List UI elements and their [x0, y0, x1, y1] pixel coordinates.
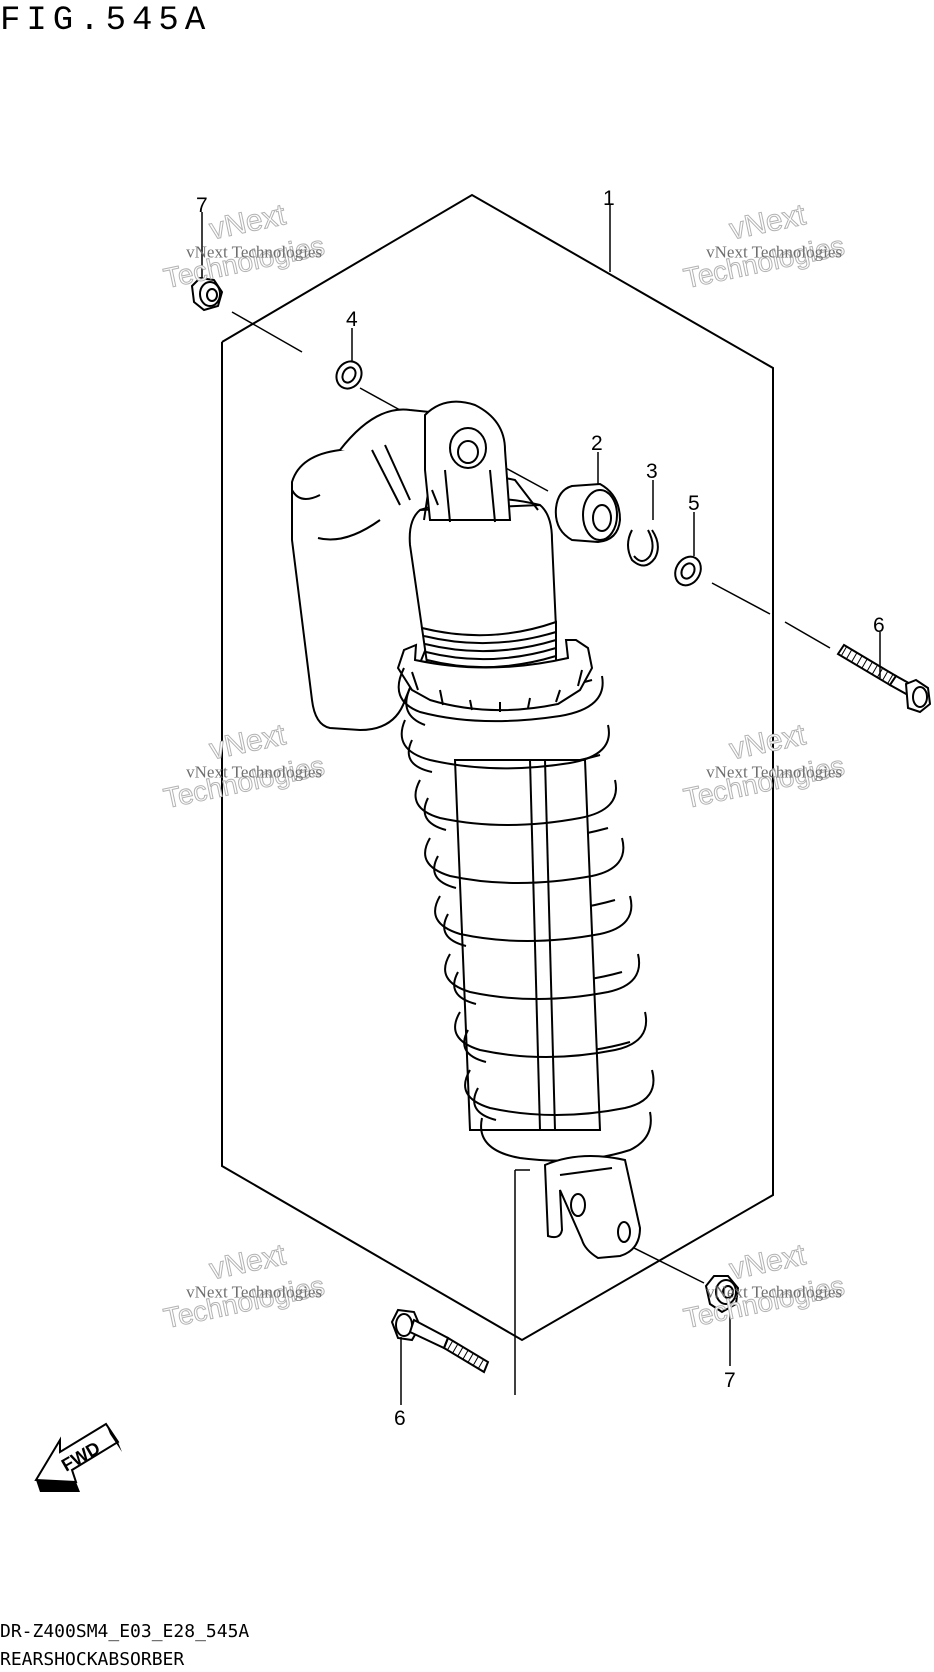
top-eye-mount [424, 400, 512, 523]
callout-4: 4 [346, 308, 358, 331]
watermark-text: vNext Technologies [186, 762, 322, 781]
washer-5 [674, 555, 702, 587]
figure-title: FIG.545A [0, 2, 212, 40]
callout-1: 1 [603, 187, 615, 210]
callout-6-upper: 6 [873, 614, 885, 637]
watermark-bottom-right: vNext Technologies vNext Technologies [680, 1238, 847, 1335]
nut-upper [190, 276, 224, 312]
preload-collar [396, 620, 594, 712]
callouts: 1 2 3 4 5 6 6 7 7 [196, 187, 885, 1430]
bolt-upper [836, 643, 932, 714]
callout-7-lower: 7 [724, 1369, 736, 1392]
washer-4 [335, 360, 363, 390]
fwd-arrow-icon: FWD [34, 1422, 122, 1492]
callout-5: 5 [688, 492, 700, 515]
coil-spring [397, 667, 655, 1162]
callout-2: 2 [591, 432, 603, 455]
assembly-outline [221, 193, 774, 1342]
bushing [554, 482, 622, 544]
damper-shaft [453, 759, 602, 1131]
watermark-text: vNext Technologies [186, 242, 322, 261]
watermark-bottom-left: vNext Technologies vNext Technologies [160, 1238, 327, 1335]
watermark-mid-left: vNext Technologies vNext Technologies [160, 718, 327, 815]
bolt-lower [390, 1308, 490, 1374]
model-code: DR-Z400SM4_E03_E28_545A [0, 1621, 250, 1642]
watermark-mid-right: vNext Technologies vNext Technologies [680, 718, 847, 815]
watermark-text: vNext Technologies [186, 1282, 322, 1301]
watermark-text: vNext Technologies [706, 242, 842, 261]
watermark-text: vNext Technologies [706, 1282, 842, 1301]
callout-7-upper: 7 [196, 194, 208, 217]
leader-lines [201, 205, 881, 1405]
watermark-top-left: vNext Technologies vNext Technologies [160, 198, 327, 295]
nut-lower [704, 1275, 740, 1314]
circlip [627, 529, 659, 567]
part-group-name: REARSHOCKABSORBER [0, 1649, 185, 1670]
watermark-text: vNext Technologies [706, 762, 842, 781]
callout-3: 3 [646, 460, 658, 483]
bottom-clevis [543, 1155, 642, 1260]
callout-6-lower: 6 [394, 1407, 406, 1430]
watermark-top-right: vNext Technologies vNext Technologies [680, 198, 847, 295]
